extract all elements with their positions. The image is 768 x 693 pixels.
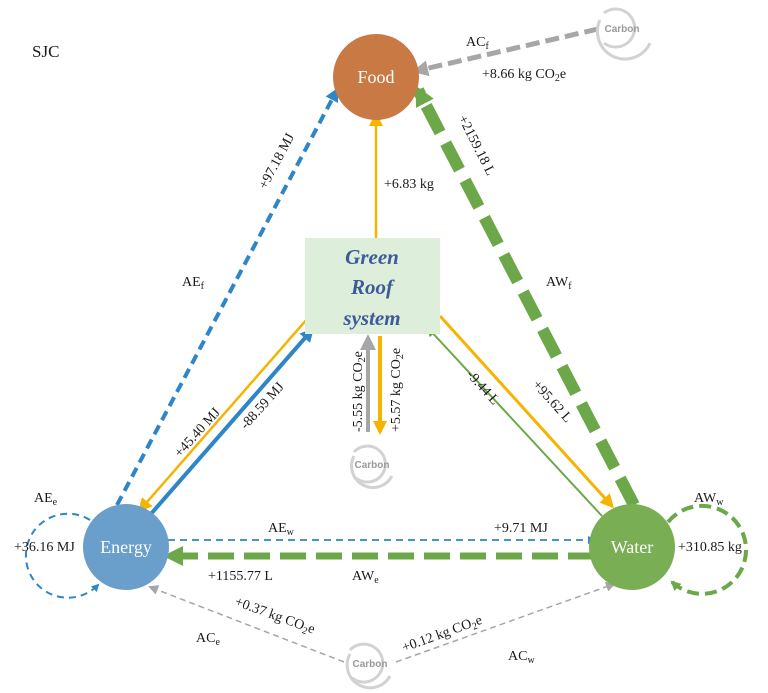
water-gr-value: -9.44 L bbox=[463, 368, 502, 409]
gr-energy-value: +45.40 MJ bbox=[172, 405, 224, 461]
water-node bbox=[589, 504, 675, 590]
aww-name: AWw bbox=[694, 491, 724, 508]
carbon-gr-value: -5.55 kg CO2e bbox=[351, 351, 368, 432]
acw-name: ACw bbox=[508, 649, 535, 666]
awf-name: AWf bbox=[546, 275, 572, 292]
flow-water-to-food bbox=[412, 85, 640, 508]
ace-name: ACe bbox=[196, 631, 220, 648]
gr-food-value: +6.83 kg bbox=[384, 177, 434, 192]
aew-name: AEw bbox=[268, 521, 295, 538]
aef-name: AEf bbox=[182, 275, 205, 292]
gr-carbon-value: +5.57 kg CO2e bbox=[389, 348, 406, 432]
svg-text:Carbon: Carbon bbox=[353, 659, 388, 670]
flow-energy-to-food bbox=[115, 87, 339, 506]
food-label: Food bbox=[357, 67, 394, 87]
carbon-icon-bottom: Carbon bbox=[345, 642, 392, 690]
flow-carbon-to-food bbox=[412, 26, 599, 77]
acf-value: +8.66 kg CO2e bbox=[482, 67, 566, 84]
flow-greenroof-to-energy bbox=[138, 317, 309, 513]
aww-value: +310.85 kg bbox=[678, 540, 742, 555]
green-roof-line3: system bbox=[342, 306, 400, 330]
flow-greenroof-to-water bbox=[438, 314, 615, 509]
svg-text:Carbon: Carbon bbox=[355, 460, 390, 471]
loop-energy-self bbox=[24, 512, 100, 599]
carbon-icon-middle: Carbon bbox=[350, 444, 394, 489]
energy-node bbox=[83, 504, 169, 590]
food-node bbox=[333, 34, 419, 120]
aef-value: +97.18 MJ bbox=[256, 131, 298, 192]
flow-energy-to-greenroof bbox=[148, 327, 314, 517]
green-roof-box bbox=[305, 238, 440, 334]
aew-value: +9.71 MJ bbox=[494, 521, 548, 536]
flow-carbon-to-energy bbox=[148, 585, 345, 663]
svg-text:Carbon: Carbon bbox=[605, 24, 640, 35]
awe-value: +1155.77 L bbox=[208, 569, 273, 584]
flow-water-to-greenroof bbox=[426, 326, 603, 517]
awe-name: AWe bbox=[352, 569, 379, 586]
aee-name: AEe bbox=[34, 491, 58, 508]
ace-value: +0.37 kg CO2e bbox=[232, 595, 317, 640]
flow-carbon-to-water bbox=[395, 581, 616, 663]
energy-label: Energy bbox=[100, 537, 152, 557]
green-roof-line2: Roof bbox=[350, 275, 395, 299]
green-roof-line1: Green bbox=[345, 245, 399, 269]
aee-value: +36.16 MJ bbox=[14, 540, 75, 555]
acf-name: ACf bbox=[466, 35, 489, 52]
carbon-icon-top: Carbon bbox=[596, 7, 652, 61]
diagram-title: SJC bbox=[32, 42, 59, 61]
water-label: Water bbox=[611, 537, 654, 557]
